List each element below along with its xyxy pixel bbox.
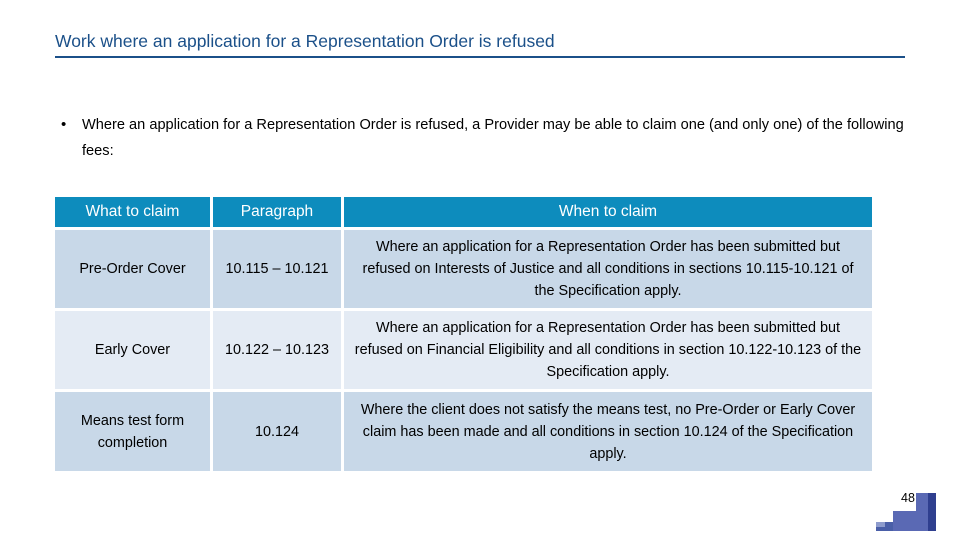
- cell-when-to-claim: Where an application for a Representatio…: [344, 230, 872, 311]
- deco-bar-high: [916, 493, 928, 531]
- table-row: Pre-Order Cover 10.115 – 10.121 Where an…: [55, 230, 872, 311]
- bullet-marker-icon: •: [61, 116, 67, 133]
- column-header-when-to-claim: When to claim: [344, 197, 872, 230]
- cell-what-to-claim: Early Cover: [55, 311, 213, 392]
- bullet-list: • Where an application for a Representat…: [57, 112, 907, 164]
- table-header-row: What to claim Paragraph When to claim: [55, 197, 872, 230]
- cell-what-to-claim: Pre-Order Cover: [55, 230, 213, 311]
- cell-paragraph: 10.122 – 10.123: [213, 311, 344, 392]
- claims-table: What to claim Paragraph When to claim Pr…: [55, 197, 872, 471]
- list-item: • Where an application for a Representat…: [57, 112, 907, 164]
- cell-paragraph: 10.124: [213, 392, 344, 471]
- cell-paragraph: 10.115 – 10.121: [213, 230, 344, 311]
- column-header-paragraph: Paragraph: [213, 197, 344, 230]
- table-row: Means test form completion 10.124 Where …: [55, 392, 872, 471]
- page-title: Work where an application for a Represen…: [55, 31, 555, 51]
- cell-when-to-claim: Where an application for a Representatio…: [344, 311, 872, 392]
- table-row: Early Cover 10.122 – 10.123 Where an app…: [55, 311, 872, 392]
- footer-staircase-decoration: [876, 493, 936, 531]
- deco-bar-low-highlight: [876, 522, 885, 527]
- slide-number: 48: [901, 491, 915, 505]
- cell-when-to-claim: Where the client does not satisfy the me…: [344, 392, 872, 471]
- cell-what-to-claim: Means test form completion: [55, 392, 213, 471]
- column-header-what-to-claim: What to claim: [55, 197, 213, 230]
- title-underline-rule: [55, 56, 905, 58]
- deco-bar-edge: [928, 493, 936, 531]
- deco-bar-mid: [893, 511, 916, 531]
- bullet-text: Where an application for a Representatio…: [82, 117, 904, 159]
